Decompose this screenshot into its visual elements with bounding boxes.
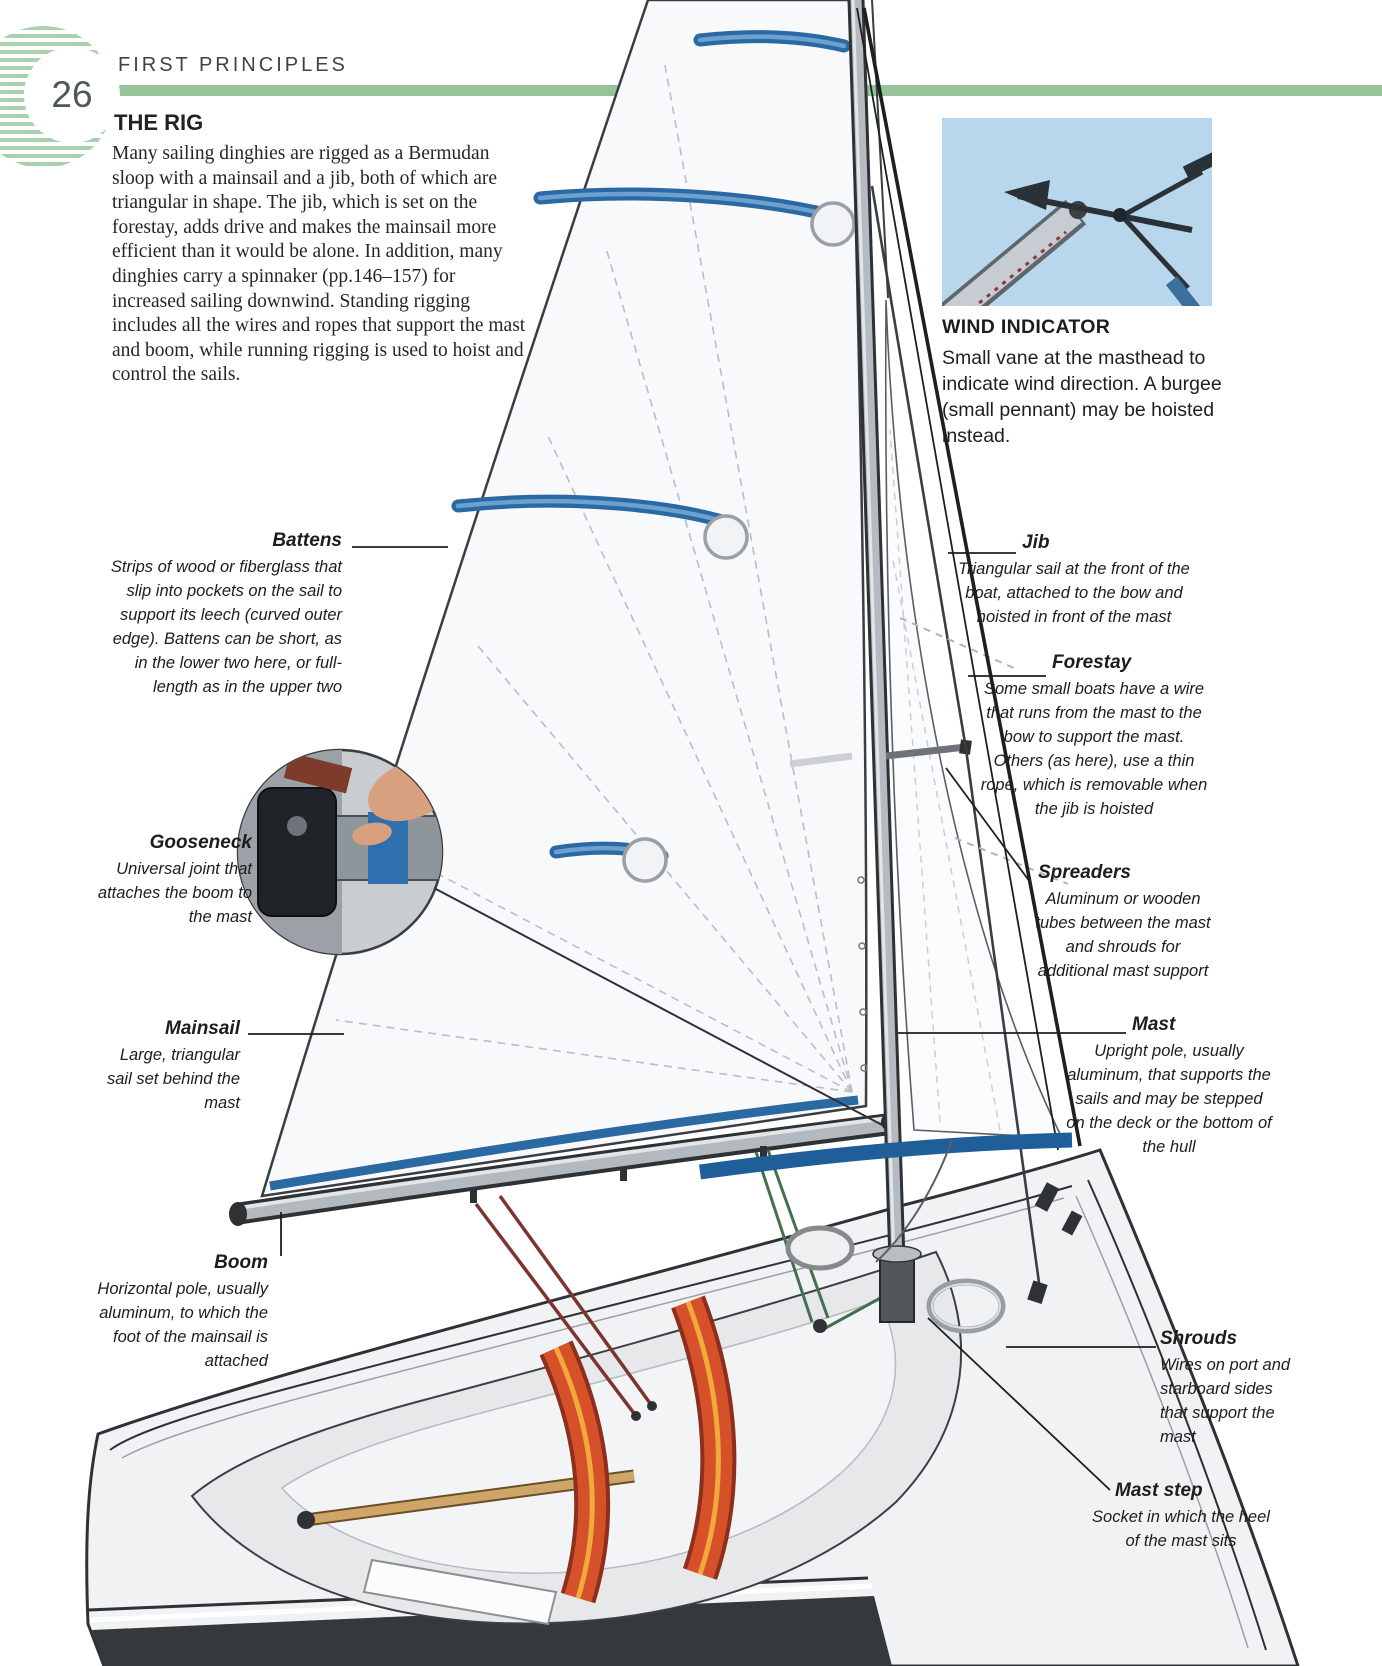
callout-title: Shrouds [1160, 1328, 1238, 1349]
wind-indicator-body: Small vane at the masthead to indicate w… [942, 347, 1222, 447]
hiking-straps [539, 1295, 737, 1604]
deck-hatch [785, 1225, 855, 1271]
callout-spreaders: Spreaders Aluminum or wooden tubes betwe… [1030, 862, 1216, 983]
callout-title: Mainsail [165, 1018, 240, 1039]
page-number: 26 [51, 74, 93, 115]
callout-body: Socket in which the heel of the mast sit… [1092, 1508, 1270, 1550]
callout-body: Wires on port and starboard sides that s… [1160, 1356, 1291, 1446]
jib-foot-band [698, 1132, 1073, 1180]
sail-window [810, 201, 856, 247]
callout-title: Boom [214, 1252, 268, 1273]
callout-title: Mast step [1115, 1480, 1203, 1501]
sail-window [703, 514, 749, 560]
callout-jib: Jib Triangular sail at the front of the … [956, 532, 1192, 629]
callout-boom: Boom Horizontal pole, usually aluminum, … [90, 1252, 268, 1373]
callout-gooseneck: Gooseneck Universal joint that attaches … [94, 832, 252, 929]
callout-body: Strips of wood or fiberglass that slip i… [110, 558, 342, 696]
callout-body: Universal joint that attaches the boom t… [97, 860, 252, 926]
mast-shape [847, 0, 907, 1293]
jib-sheet-rope [875, 1139, 953, 1263]
section-title: FIRST PRINCIPLES [118, 54, 348, 76]
mainsail-foot-band [269, 1095, 859, 1191]
control-ropes [474, 1194, 654, 1418]
callout-shrouds: Shrouds Wires on port and starboard side… [1160, 1328, 1300, 1449]
mast-step-fitting [872, 1245, 1006, 1334]
rope-ring [926, 1278, 1006, 1334]
callout-battens: Battens Strips of wood or fiberglass tha… [108, 530, 342, 699]
callout-title: Forestay [1052, 652, 1132, 673]
wind-indicator-photo [942, 118, 1212, 306]
callout-title: Gooseneck [149, 832, 252, 853]
callout-body: Triangular sail at the front of the boat… [958, 560, 1190, 626]
callout-body: Upright pole, usually aluminum, that sup… [1066, 1042, 1272, 1156]
callout-title: Battens [272, 530, 342, 551]
callout-body: Some small boats have a wire that runs f… [980, 680, 1208, 818]
callout-title: Jib [1022, 532, 1050, 553]
callout-mainsail: Mainsail Large, triangular sail set behi… [96, 1018, 240, 1115]
wind-indicator-caption: WIND INDICATOR Small vane at the masthea… [942, 316, 1238, 449]
callout-body: Aluminum or wooden tubes between the mas… [1035, 890, 1211, 980]
battens-shapes [451, 30, 856, 883]
callout-title: Spreaders [1038, 862, 1131, 883]
callout-forestay: Forestay Some small boats have a wire th… [978, 652, 1210, 821]
thwart-board [362, 1558, 558, 1626]
page-number-badge: 26 [24, 47, 120, 143]
leader-lines [248, 546, 1156, 1491]
callout-title: Mast [1132, 1014, 1176, 1035]
callout-body: Horizontal pole, usually aluminum, to wh… [97, 1280, 268, 1370]
callout-mast-step: Mast step Socket in which the heel of th… [1085, 1480, 1277, 1553]
rig-paragraph: Many sailing dinghies are rigged as a Be… [112, 143, 526, 386]
gooseneck-leader-line [433, 887, 885, 1127]
wind-indicator-heading: WIND INDICATOR [942, 316, 1111, 338]
callout-mast: Mast Upright pole, usually aluminum, tha… [1066, 1014, 1272, 1159]
mainsail-shape [260, 0, 868, 1198]
hull-shape [85, 1148, 1300, 1666]
callout-body: Large, triangular sail set behind the ma… [106, 1046, 240, 1112]
sail-window [622, 837, 668, 883]
forestay-shape [856, 7, 1082, 1151]
shrouds-shape [870, 185, 1069, 1304]
rig-heading: THE RIG [114, 110, 204, 135]
